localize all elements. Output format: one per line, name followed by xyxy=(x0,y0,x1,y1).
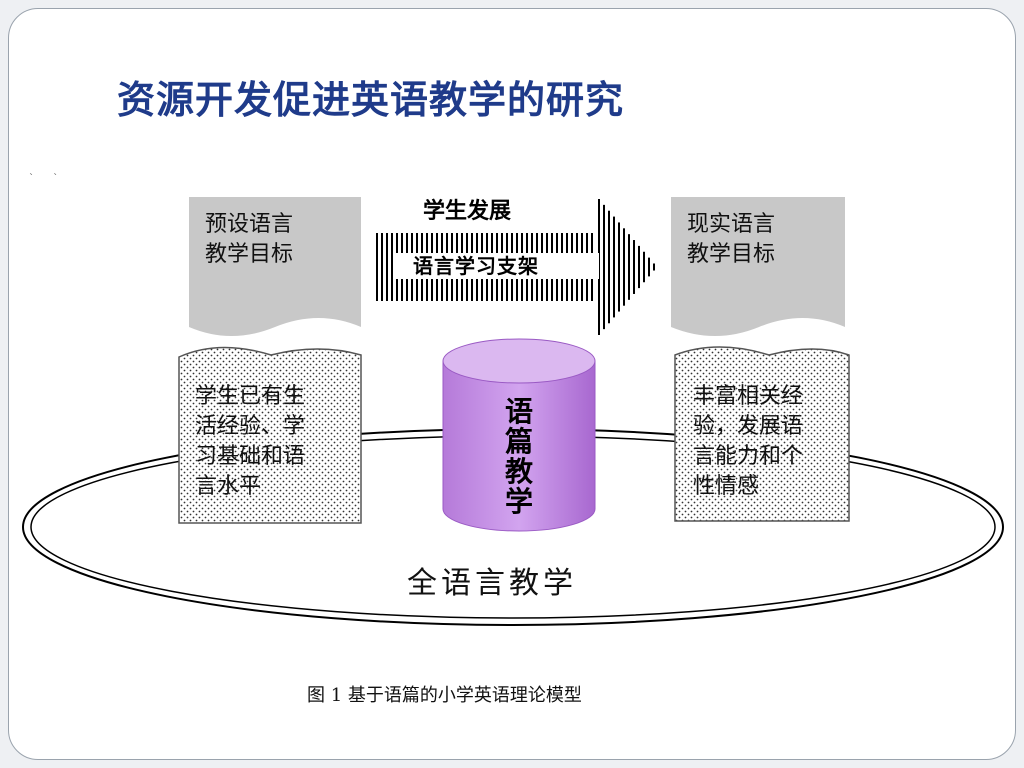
cylinder-char-3: 教 xyxy=(505,455,533,488)
right-goal-text: 现实语言 教学目标 xyxy=(687,212,775,267)
discourse-teaching-cylinder xyxy=(442,338,596,532)
arrow-label: 语言学习支架 xyxy=(413,254,539,278)
theory-model-diagram: 全语言教学 预设语言 教学目标 现实语言 教学目标 学生发展 语言学习支架 学生… xyxy=(22,197,1004,626)
right-goal-line-1: 现实语言 xyxy=(687,212,775,237)
left-base-line-3: 习基础和语 xyxy=(195,444,305,469)
right-goal-shape xyxy=(671,197,845,336)
right-base-line-2: 验，发展语 xyxy=(693,414,803,439)
ellipse-label: 全语言教学 xyxy=(407,566,577,601)
right-goal-line-2: 教学目标 xyxy=(687,242,775,267)
right-base-line-1: 丰富相关经 xyxy=(693,384,803,409)
right-base-line-4: 性情感 xyxy=(693,474,759,499)
left-base-text: 学生已有生 活经验、学 习基础和语 言水平 xyxy=(195,384,305,499)
left-goal-text: 预设语言 教学目标 xyxy=(205,212,293,267)
tiny-marks: ` ` xyxy=(29,173,59,184)
left-base-line-1: 学生已有生 xyxy=(195,384,305,409)
left-goal-line-1: 预设语言 xyxy=(205,212,293,237)
scaffold-arrow: 学生发展 语言学习支架 xyxy=(376,198,655,335)
cylinder-char-4: 学 xyxy=(505,485,533,518)
left-goal-line-2: 教学目标 xyxy=(205,242,293,267)
figure-caption: 图 1 基于语篇的小学英语理论模型 xyxy=(307,685,582,706)
cylinder-char-2: 篇 xyxy=(505,425,533,458)
right-base-shape xyxy=(674,346,850,522)
right-base-line-3: 言能力和个 xyxy=(693,444,803,469)
page-title: 资源开发促进英语教学的研究 xyxy=(117,78,625,122)
left-base-shape xyxy=(178,346,362,524)
left-goal-shape xyxy=(189,197,361,336)
cylinder-char-1: 语 xyxy=(505,395,533,428)
right-base-text: 丰富相关经 验，发展语 言能力和个 性情感 xyxy=(693,384,803,499)
left-base-line-2: 活经验、学 xyxy=(195,414,305,439)
arrow-title: 学生发展 xyxy=(423,198,511,224)
slide: 资源开发促进英语教学的研究 ` ` 全语言教学 预设语言 教学目标 xyxy=(8,8,1016,760)
left-base-line-4: 言水平 xyxy=(195,474,261,499)
cylinder-text: 语 篇 教 学 xyxy=(505,395,533,518)
